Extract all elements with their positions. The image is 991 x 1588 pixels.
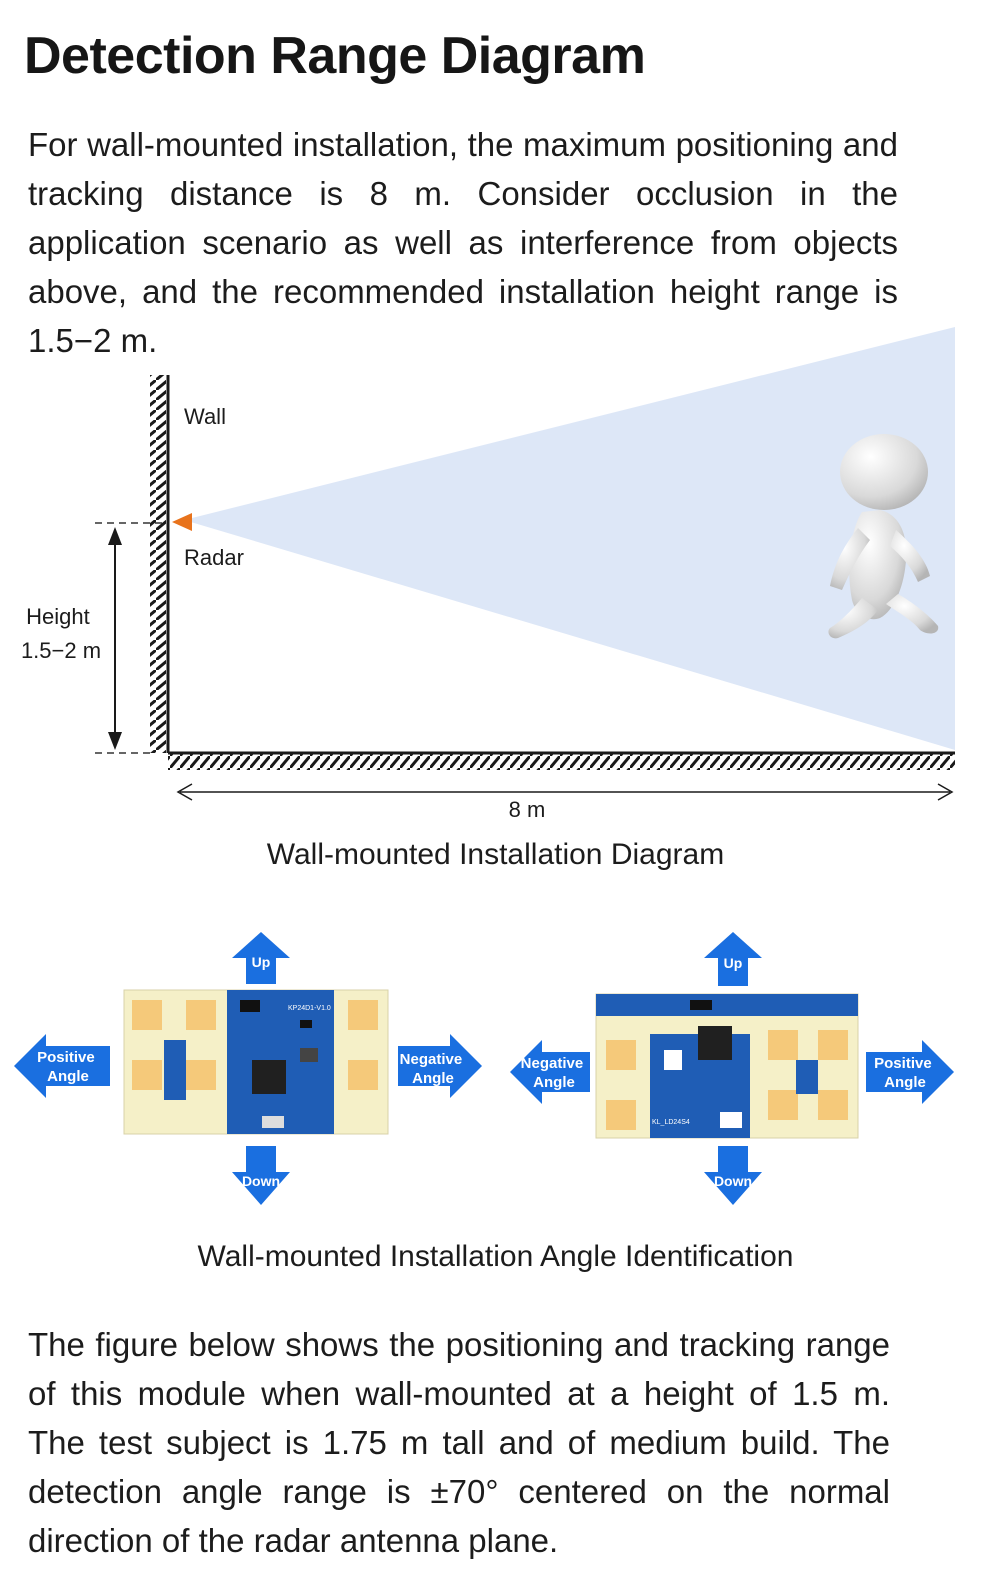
radar-icon — [172, 513, 192, 531]
height-label: Height 1.5−2 m — [21, 604, 101, 663]
right-positive-angle-line2: Angle — [884, 1074, 926, 1091]
wall-label: Wall — [184, 404, 226, 429]
right-up-label: Up — [724, 955, 743, 971]
height-arrow-head-up — [108, 527, 122, 545]
right-board-main-chip — [698, 1026, 732, 1060]
right-negative-angle-label: Negative Angle — [521, 1055, 588, 1091]
installation-diagram-caption: Wall-mounted Installation Diagram — [266, 838, 725, 871]
left-down-label: Down — [242, 1173, 280, 1189]
left-board-label: KP24D1-V1.0 — [288, 1005, 331, 1012]
left-positive-angle-label: Positive Angle — [37, 1049, 99, 1085]
height-label-line2: 1.5−2 m — [21, 638, 101, 663]
distance-arrow-head-left — [176, 783, 193, 801]
height-arrow-head-down — [108, 732, 122, 750]
height-label-line1: Height — [26, 604, 90, 629]
distance-label: 8 m — [509, 797, 546, 822]
left-down-arrow — [232, 1146, 290, 1205]
right-negative-angle-line2: Angle — [533, 1074, 575, 1091]
right-down-label: Down — [714, 1173, 752, 1189]
left-negative-angle-line2: Angle — [412, 1070, 454, 1087]
wall-hatch — [150, 375, 166, 753]
right-module: KL_LD24S4 Up Down Negative Angle Positiv… — [510, 932, 954, 1205]
left-negative-angle-label: Negative Angle — [400, 1051, 467, 1087]
left-module: KP24D1-V1.0 Up Down Positive Angle Negat… — [14, 932, 482, 1205]
distance-arrow-head-right — [937, 783, 954, 801]
page-title: Detection Range Diagram — [24, 27, 646, 85]
left-up-label: Up — [252, 954, 271, 970]
outro-paragraph: The figure below shows the positioning a… — [28, 1326, 890, 1559]
left-negative-angle-line1: Negative — [400, 1051, 463, 1068]
right-negative-angle-line1: Negative — [521, 1055, 584, 1072]
left-board-main-chip — [252, 1060, 286, 1094]
left-positive-angle-line2: Angle — [47, 1068, 89, 1085]
angle-diagram-caption: Wall-mounted Installation Angle Identifi… — [197, 1240, 794, 1273]
right-board-label: KL_LD24S4 — [652, 1119, 690, 1126]
left-negative-angle-arrow — [398, 1034, 482, 1098]
intro-paragraph: For wall-mounted installation, the maxim… — [28, 126, 898, 359]
right-negative-angle-arrow — [510, 1040, 590, 1104]
floor-hatch — [168, 754, 955, 770]
right-positive-angle-arrow — [866, 1040, 954, 1104]
right-positive-angle-line1: Positive — [874, 1055, 932, 1072]
right-down-arrow — [704, 1146, 762, 1205]
right-positive-angle-label: Positive Angle — [874, 1055, 936, 1091]
installation-diagram: Wall Radar Height 1.5−2 m 8 m — [21, 327, 955, 822]
walking-person-icon — [828, 434, 939, 639]
right-up-arrow — [704, 932, 762, 986]
left-up-arrow — [232, 932, 290, 984]
radar-label: Radar — [184, 545, 244, 570]
left-positive-angle-line1: Positive — [37, 1049, 95, 1066]
left-positive-angle-arrow — [14, 1034, 110, 1098]
detection-beam — [184, 327, 955, 750]
